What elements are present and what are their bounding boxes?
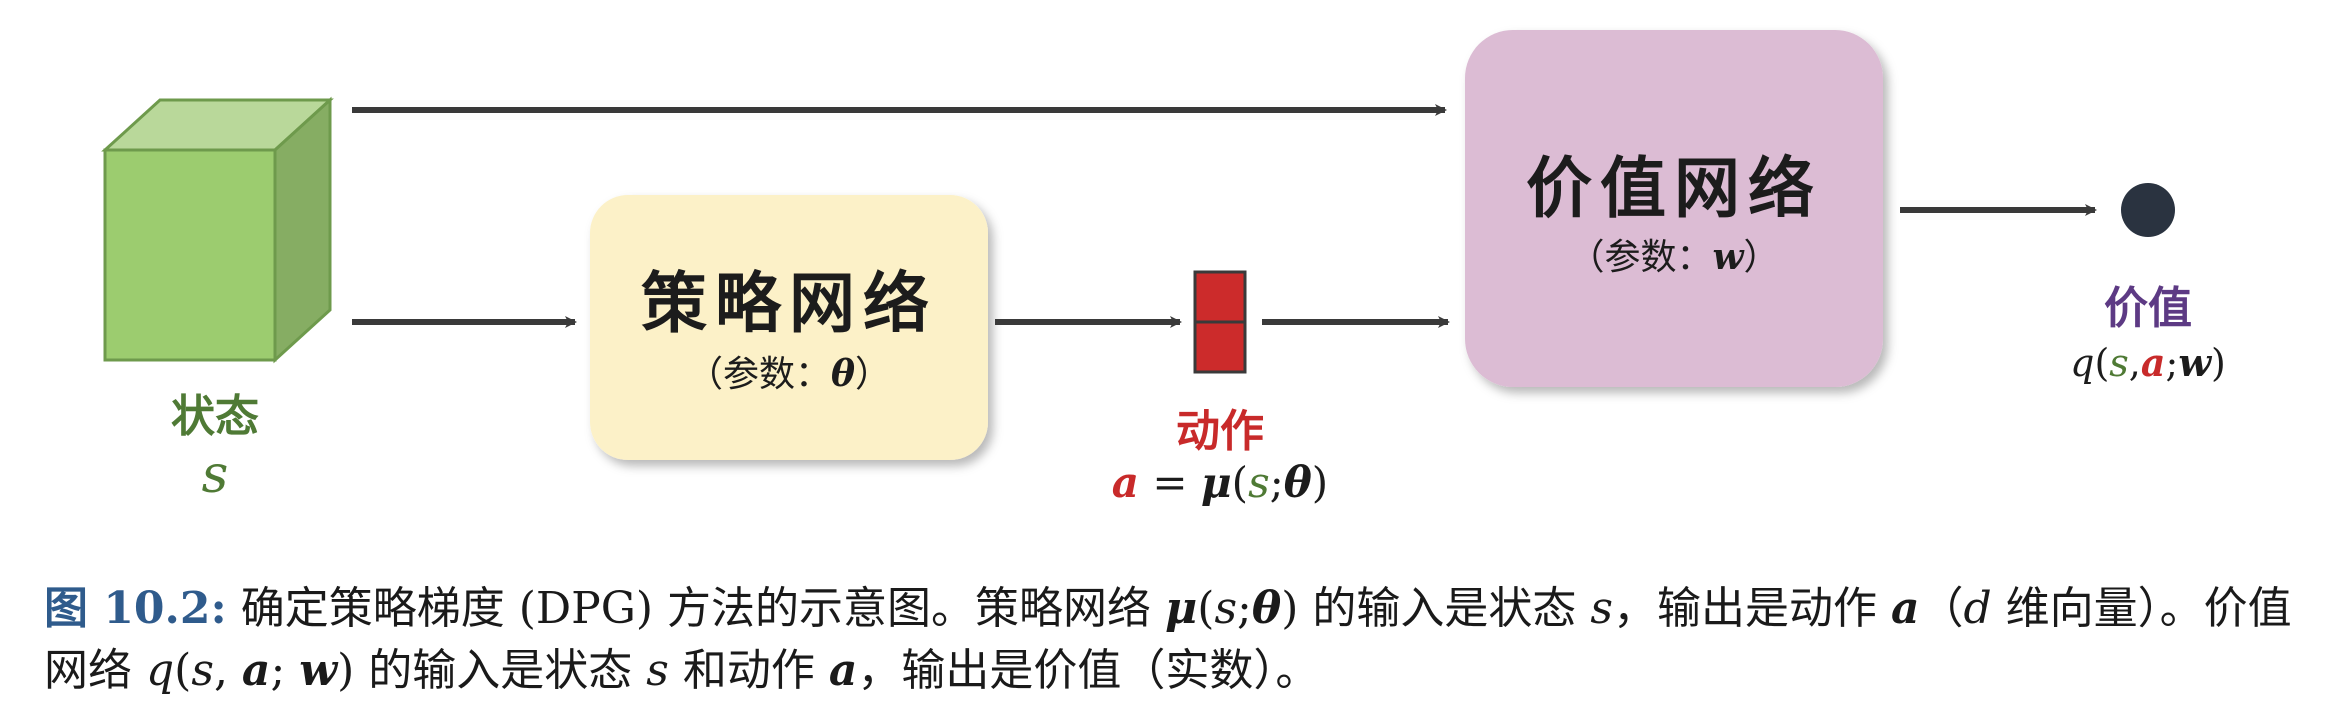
caption-m1-sep: ; (1237, 583, 1252, 634)
action-formula-a: a (1111, 458, 1140, 507)
caption-m5-open: ( (174, 645, 192, 696)
caption-m1-open: ( (1197, 583, 1215, 634)
value-formula-close: ) (2211, 341, 2226, 385)
value-param-suffix: ） (1743, 237, 1780, 278)
value-param-prefix: （参数： (1568, 237, 1713, 278)
caption-text-1: 确定策略梯度 (DPG) 方法的示意图。策略网络 (226, 583, 1166, 634)
value-formula: q(s,a;w) (1998, 340, 2298, 385)
value-formula-w: w (2178, 340, 2212, 385)
caption-m5-sep: ; (270, 645, 300, 696)
value-formula-comma: , (2128, 341, 2141, 385)
caption-text-8: ，输出是价值（实数）。 (857, 645, 1320, 696)
action-formula-close: ) (1311, 458, 1329, 507)
value-param-symbol: w (1712, 236, 1744, 278)
action-label: 动作 (1176, 406, 1264, 457)
caption-m5-q: q (146, 645, 175, 696)
action-formula-theta: θ (1283, 458, 1312, 507)
caption-text-7: 和动作 (668, 645, 829, 696)
caption-m3-a: a (1890, 583, 1920, 634)
action-formula-s: s (1248, 458, 1270, 507)
policy-param-symbol: θ (830, 353, 855, 395)
policy-param-suffix: ） (855, 354, 892, 395)
value-network-params: （参数：w） (1465, 228, 1883, 280)
value-network-box (1465, 30, 1883, 387)
value-formula-q: q (2070, 341, 2095, 385)
caption-mu: μ (1165, 583, 1198, 634)
caption-m6-s: s (646, 645, 669, 696)
caption-text-2: 的输入是状态 (1298, 583, 1591, 634)
policy-network-params: （参数：θ） (590, 345, 988, 397)
policy-param-prefix: （参数： (686, 354, 831, 395)
caption-m5-s: s (191, 645, 214, 696)
value-formula-sep: ; (2165, 341, 2179, 385)
policy-network-title: 策略网络 (641, 264, 937, 342)
caption-m1-s: s (1214, 583, 1238, 634)
caption-m5-w: w (299, 645, 338, 696)
value-formula-a: a (2140, 340, 2166, 385)
value-output-dot (2121, 183, 2175, 237)
action-formula-open: ( (1231, 458, 1249, 507)
value-network-title: 价值网络 (1526, 149, 1822, 227)
value-label: 价值 (2104, 283, 2192, 334)
caption-m5-comma: , (213, 645, 242, 696)
policy-network-box (590, 195, 988, 460)
value-formula-s: s (2109, 341, 2129, 385)
caption-m5-close: ) (337, 645, 355, 696)
caption-text-6: 的输入是状态 (354, 645, 647, 696)
action-formula: a = μ(s;θ) (1020, 458, 1420, 507)
action-formula-mu: μ (1200, 458, 1232, 507)
figure-caption: 图 10.2: 确定策略梯度 (DPG) 方法的示意图。策略网络 μ(s;θ) … (44, 578, 2304, 702)
caption-m1-close: ) (1281, 583, 1299, 634)
action-vector (1193, 270, 1247, 374)
action-formula-sep: ; (1269, 458, 1284, 507)
caption-m7-a: a (828, 645, 858, 696)
caption-text-4: （ (1919, 583, 1964, 634)
state-symbol: s (201, 445, 229, 505)
caption-m1-theta: θ (1251, 583, 1282, 634)
caption-m5-a: a (241, 645, 271, 696)
caption-text-3: ，输出是动作 (1612, 583, 1891, 634)
state-cube (101, 96, 334, 364)
caption-text-5: 维向量）。价值网络 (44, 583, 2292, 696)
caption-figure-label: 图 10.2: (44, 583, 227, 634)
state-label: 状态 (171, 391, 259, 442)
value-formula-open: ( (2094, 341, 2110, 385)
caption-m2-s: s (1590, 583, 1613, 634)
action-formula-eq: = (1139, 458, 1201, 507)
caption-m4-d: d (1963, 583, 1992, 634)
